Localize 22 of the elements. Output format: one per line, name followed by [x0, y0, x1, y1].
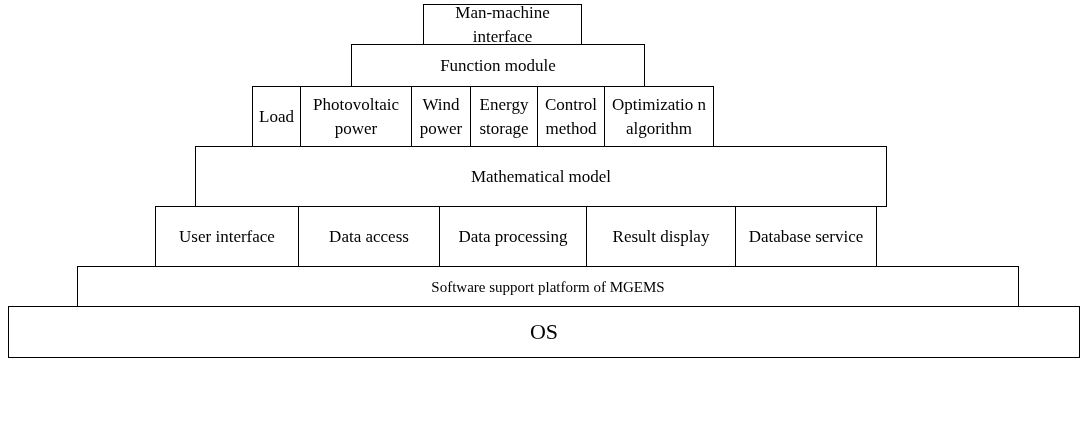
layer-label: User interface — [178, 225, 276, 248]
layer-label: Wind power — [418, 93, 464, 140]
layer-label: Mathematical model — [469, 165, 613, 188]
layer-label: Optimizatio n algorithm — [611, 93, 707, 140]
layer-box — [77, 266, 1019, 307]
layer-label: Energy storage — [478, 93, 530, 140]
layer-label: Result display — [611, 225, 711, 248]
layer-box — [351, 44, 645, 87]
layer-label: Software support platform of MGEMS — [430, 277, 666, 297]
layer-label: OS — [528, 320, 560, 344]
layer-label: Database service — [747, 225, 865, 248]
layer-label: Data processing — [457, 225, 569, 248]
layer-label: Control method — [544, 93, 598, 140]
layer-label: Data access — [328, 225, 410, 248]
layer-box — [195, 146, 887, 207]
layer-box — [8, 306, 1080, 358]
layer-box — [252, 86, 301, 147]
layer-label: Load — [258, 105, 295, 128]
layer-box — [423, 4, 582, 45]
layer-label: Photovoltaic power — [312, 93, 400, 140]
layer-label: Man-machine interface — [454, 1, 551, 48]
layer-label: Function module — [439, 54, 557, 77]
